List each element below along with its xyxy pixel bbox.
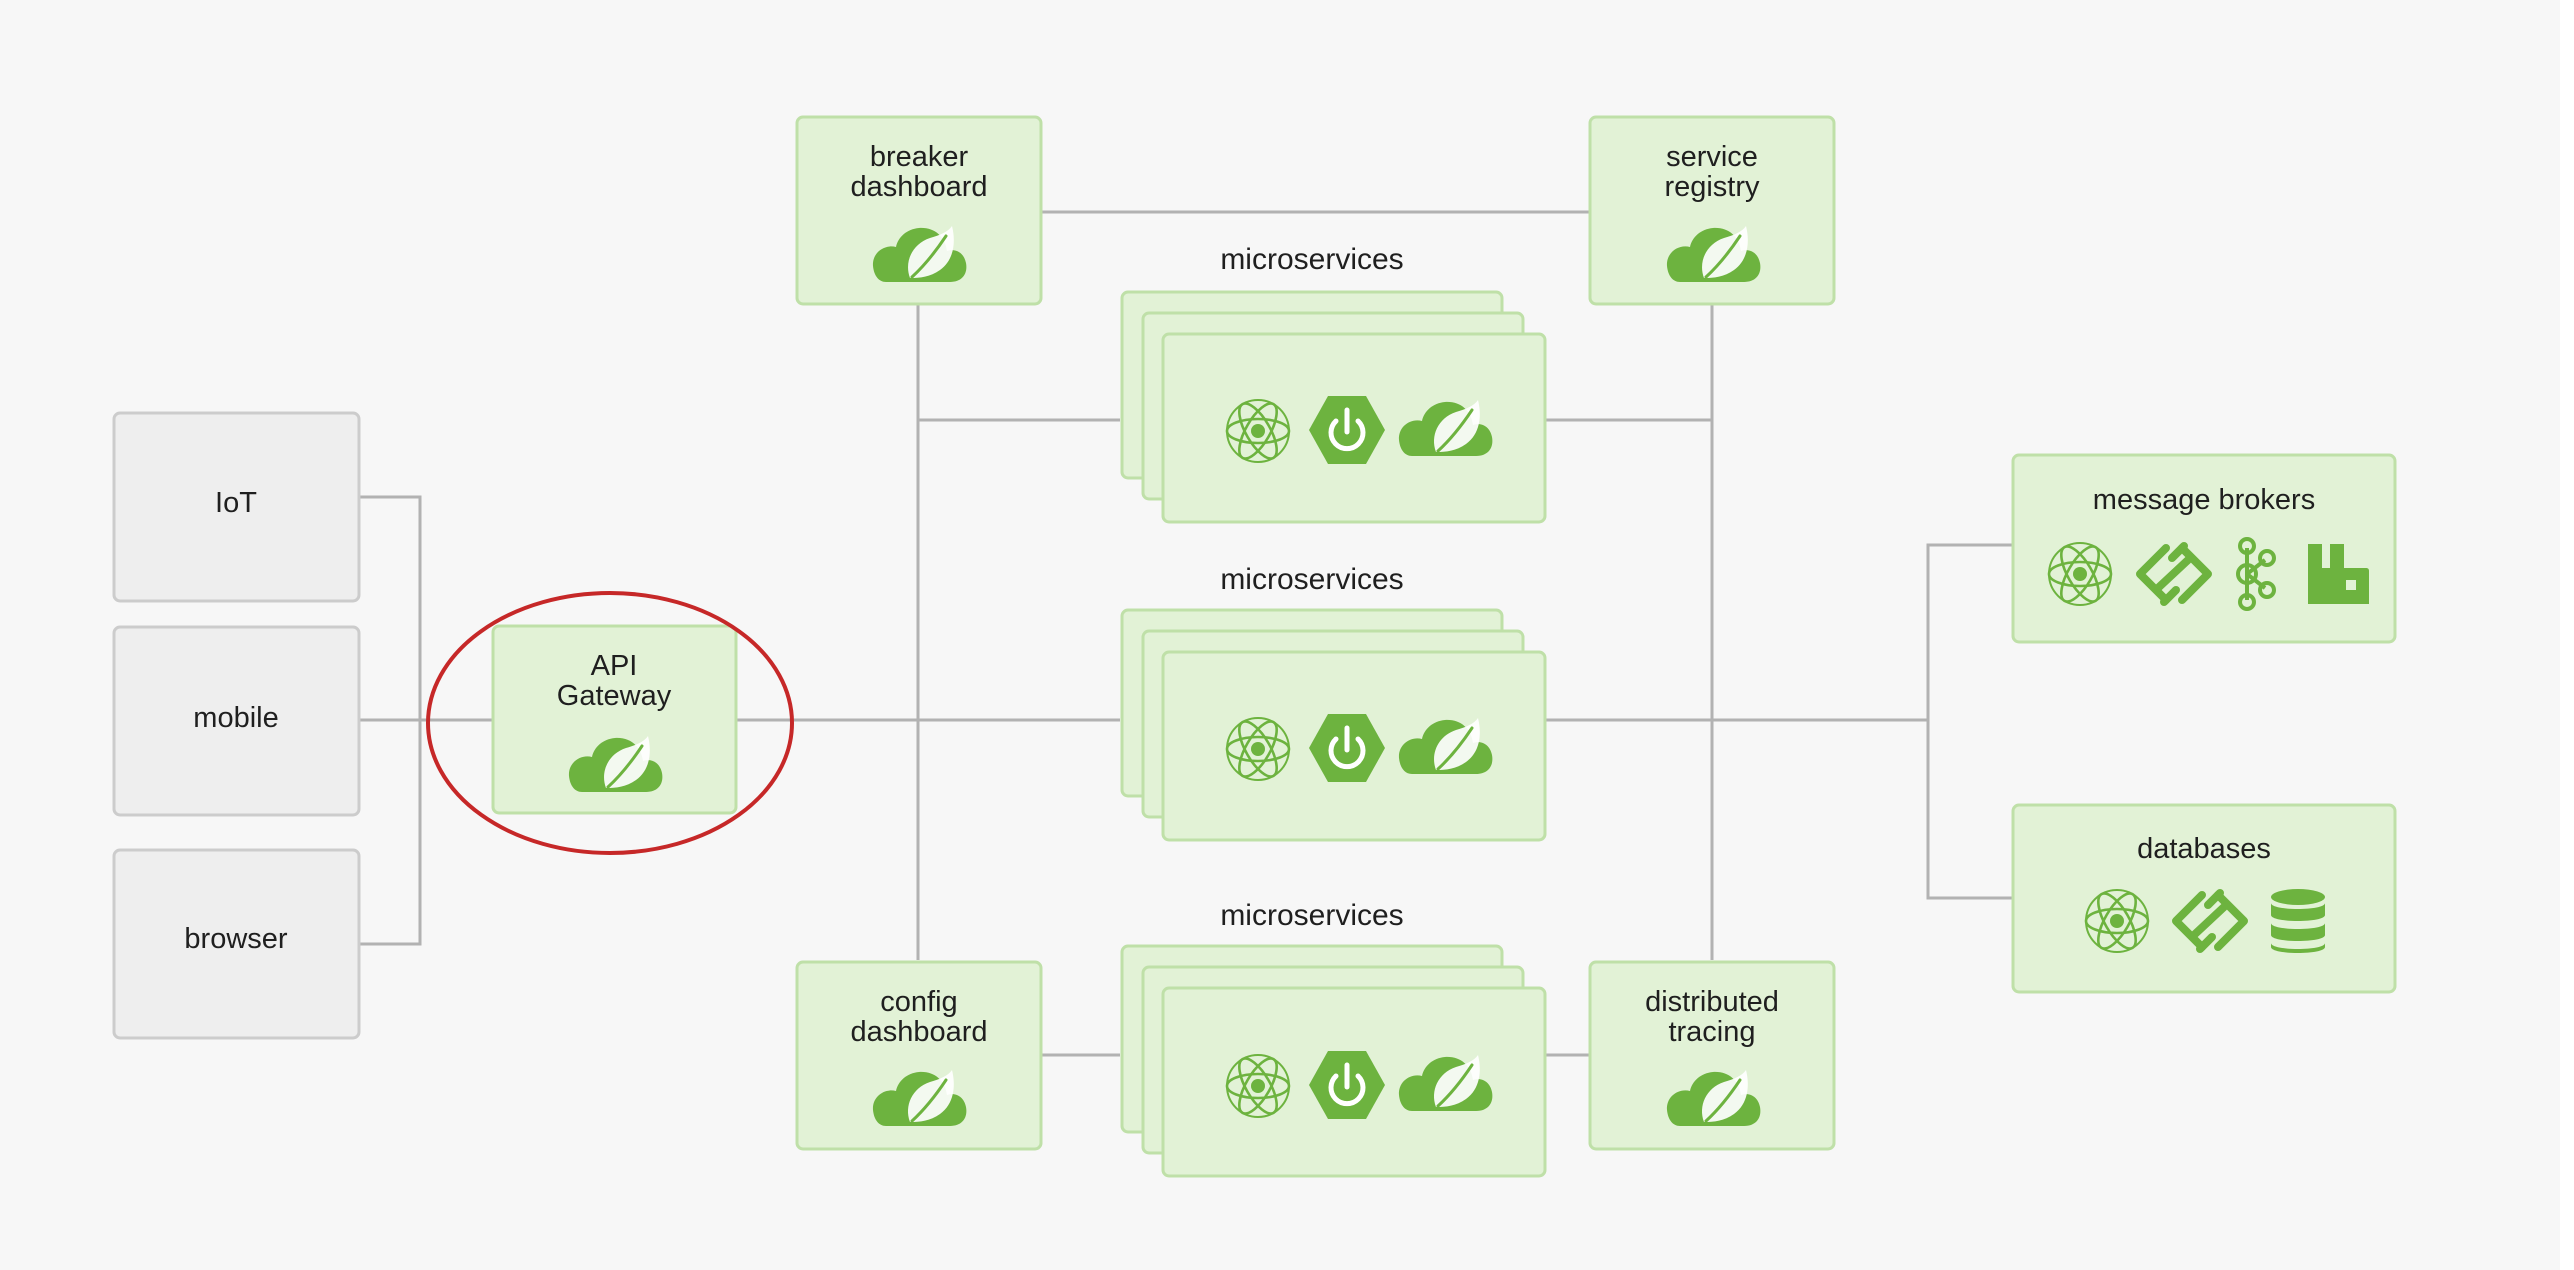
client-mobile: mobile — [112, 625, 361, 817]
client-mobile-label: mobile — [193, 702, 278, 734]
message-brokers-label: message brokers — [2093, 484, 2315, 516]
microservices-group-middle: microservices — [1120, 563, 1547, 842]
breaker-dashboard-label-line2: dashboard — [850, 171, 987, 203]
api-gateway: API Gateway — [491, 624, 738, 815]
connector-lines — [360, 210, 2012, 1057]
microservices-middle-label: microservices — [1220, 563, 1403, 596]
client-iot: IoT — [112, 411, 361, 603]
service-registry: service registry — [1588, 115, 1836, 306]
config-dashboard-label-line1: config — [880, 986, 957, 1018]
breaker-dashboard-label-line1: breaker — [870, 141, 969, 173]
connector-iot — [360, 495, 422, 720]
microservices-group-bottom: microservices — [1120, 899, 1547, 1178]
databases: databases — [2011, 803, 2397, 994]
api-gateway-label-line1: API — [591, 650, 638, 682]
client-iot-label: IoT — [215, 487, 257, 519]
config-dashboard: config dashboard — [795, 960, 1043, 1151]
client-browser: browser — [112, 848, 361, 1040]
microservices-top-label: microservices — [1220, 243, 1403, 276]
microservices-group-top: microservices — [1120, 243, 1547, 524]
highlight-circle — [426, 591, 794, 855]
service-registry-label-line2: registry — [1664, 171, 1760, 203]
distributed-tracing: distributed tracing — [1588, 960, 1836, 1151]
breaker-dashboard: breaker dashboard — [795, 115, 1043, 306]
distributed-tracing-label-line2: tracing — [1668, 1016, 1755, 1048]
microservices-bottom-label: microservices — [1220, 899, 1403, 932]
connector-brokers — [1926, 543, 2012, 900]
distributed-tracing-label-line1: distributed — [1645, 986, 1779, 1018]
client-browser-label: browser — [184, 923, 287, 955]
api-gateway-label-line2: Gateway — [557, 680, 672, 712]
config-dashboard-label-line2: dashboard — [850, 1016, 987, 1048]
message-brokers: message brokers — [2011, 453, 2397, 644]
service-registry-label-line1: service — [1666, 141, 1758, 173]
databases-label: databases — [2137, 833, 2271, 865]
connector-browser — [360, 720, 422, 946]
